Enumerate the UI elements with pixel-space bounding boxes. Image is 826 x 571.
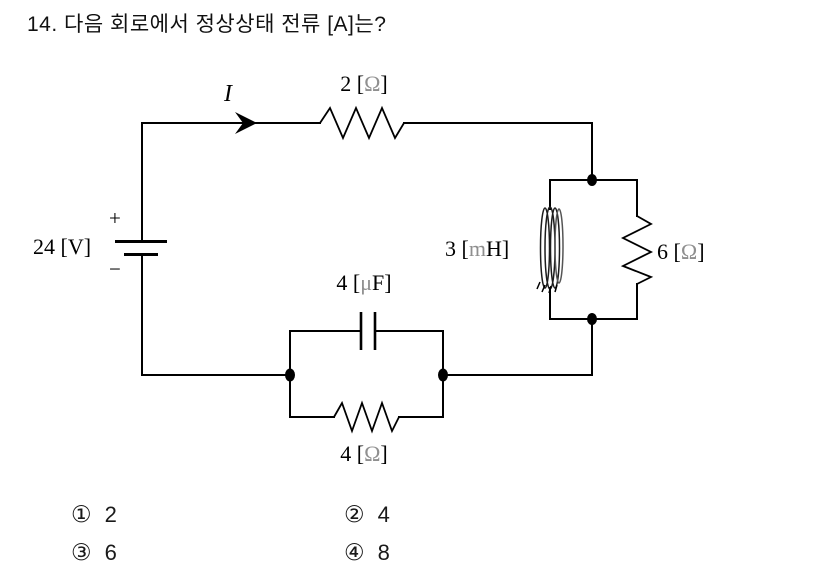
resistor-bottom-bracket: ] (380, 441, 388, 466)
resistor-bottom-value: 4 [ (340, 441, 365, 466)
resistor-right-symbol (620, 215, 654, 285)
resistor-top-value: 2 [ (340, 71, 365, 96)
capacitor-label: 4 [μF] (322, 270, 406, 296)
plus-sign: + (109, 206, 121, 230)
resistor-top-bracket: ] (380, 71, 388, 96)
answer-1-number: ① (71, 501, 92, 527)
inductor-value: 3 [ (445, 236, 469, 261)
wire-rc-block (289, 330, 444, 418)
voltage-source-label: 24 [V] (33, 234, 92, 259)
ohm-symbol: Ω (364, 441, 381, 466)
current-arrow-icon (235, 112, 257, 134)
ohm-symbol: Ω (364, 71, 381, 96)
inductor-unit: H] (485, 236, 510, 261)
answer-option-4[interactable]: ④ 8 (344, 539, 390, 566)
junction-dots (285, 174, 597, 382)
resistor-top-label: 2 [Ω] (322, 71, 406, 97)
answer-2-value: 4 (377, 501, 390, 527)
minus-sign: − (109, 257, 121, 281)
answer-4-value: 8 (377, 539, 390, 565)
answer-option-1[interactable]: ① 2 (71, 501, 117, 528)
resistor-bottom-label: 4 [Ω] (322, 441, 406, 467)
battery-symbol (115, 240, 167, 256)
inductor-symbol (536, 206, 564, 294)
resistor-right-label: 6 [Ω] (657, 239, 705, 265)
ohm-symbol: Ω (680, 239, 698, 264)
answer-4-number: ④ (344, 539, 365, 565)
question-title: 14. 다음 회로에서 정상상태 전류 [A]는? (27, 13, 387, 36)
capacitor-unit: F] (372, 270, 392, 295)
answer-option-2[interactable]: ② 4 (344, 501, 390, 528)
answer-1-value: 2 (104, 501, 117, 527)
answer-option-3[interactable]: ③ 6 (71, 539, 117, 566)
wire-lr-to-rc (442, 318, 593, 376)
milli-symbol: m (468, 236, 486, 261)
resistor-top-symbol (319, 105, 405, 141)
resistor-bottom-symbol (333, 400, 400, 434)
answer-3-value: 6 (104, 539, 117, 565)
current-label: I (224, 81, 232, 107)
answer-3-number: ③ (71, 539, 92, 565)
inductor-label: 3 [mH] (445, 236, 509, 262)
resistor-right-value: 6 [ (657, 239, 681, 264)
answer-2-number: ② (344, 501, 365, 527)
resistor-right-bracket: ] (697, 239, 705, 264)
micro-symbol: μ (360, 270, 373, 295)
capacitor-value: 4 [ (336, 270, 361, 295)
capacitor-symbol (359, 312, 377, 350)
